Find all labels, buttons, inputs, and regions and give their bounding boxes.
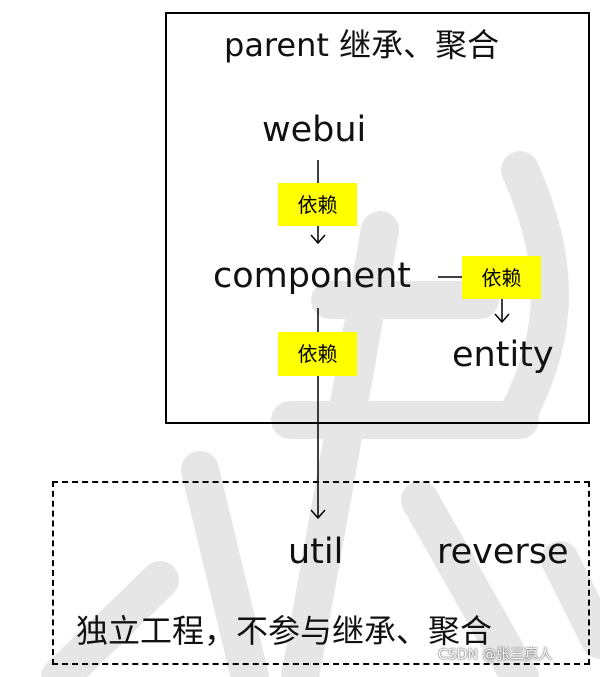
node-entity: entity <box>452 335 554 375</box>
node-util: util <box>288 532 344 572</box>
node-reverse: reverse <box>437 532 569 572</box>
dependency-tag-component-entity: 依赖 <box>462 256 541 299</box>
parent-box <box>165 12 590 424</box>
standalone-box-title: 独立工程，不参与继承、聚合 <box>76 612 493 650</box>
watermark-credit: CSDN @张三真人 <box>438 647 553 663</box>
node-component: component <box>213 256 412 296</box>
parent-box-title: parent 继承、聚合 <box>224 26 500 64</box>
dependency-tag-webui-component: 依赖 <box>278 183 357 226</box>
standalone-box <box>52 481 590 665</box>
dependency-tag-component-util: 依赖 <box>278 332 357 376</box>
node-webui: webui <box>262 110 367 150</box>
